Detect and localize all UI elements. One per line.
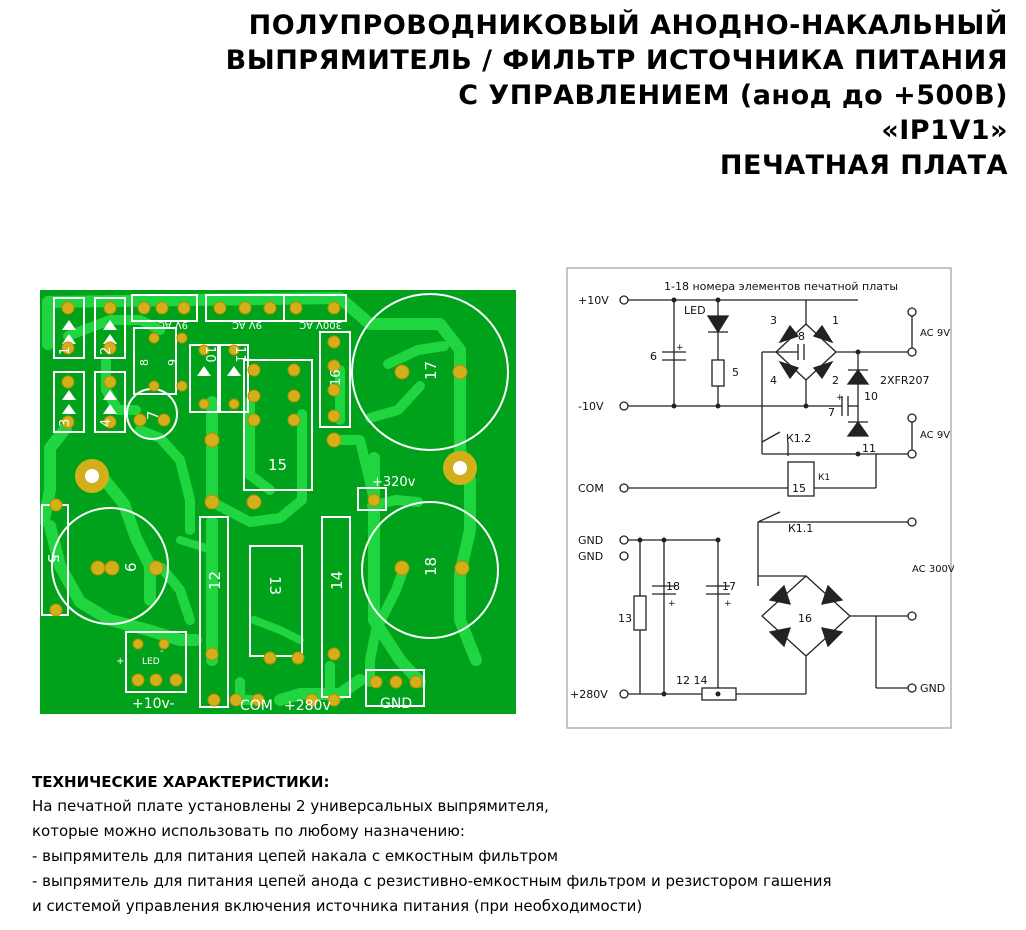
pcb-label-d4: 4 (99, 419, 114, 427)
part-plus-1: + (676, 343, 684, 353)
specs-line-4: - выпрямитель для питания цепей анода с … (32, 872, 832, 890)
part-led: LED (684, 304, 706, 317)
term-ac300v: AC 300V (912, 564, 954, 575)
pcb-label-com: COM (240, 698, 273, 714)
specs-heading: ТЕХНИЧЕСКИЕ ХАРАКТЕРИСТИКИ: (32, 773, 330, 791)
part-k1: К1 (818, 473, 830, 483)
part-k1-2: К1.2 (786, 432, 811, 445)
pcb-label-d1: 1 (58, 347, 73, 355)
pcb-mounting-holes (75, 451, 477, 493)
part-k1-1: К1.1 (788, 522, 813, 535)
term-gnd-1: GND (578, 534, 603, 547)
pcb-label-minus: - (160, 646, 164, 657)
part-4: 4 (770, 374, 777, 387)
term-com: COM (578, 482, 604, 495)
pcb-label-d2: 2 (99, 347, 114, 355)
part-2: 2 (832, 374, 839, 387)
pcb-label-320v: +320v (372, 475, 416, 490)
pcb-label-300vac: 300V AC (299, 319, 342, 330)
term-ac9v-a: AC 9V (920, 328, 950, 339)
pcb-label-9vac-a: 9V AC (158, 319, 188, 330)
specs-line-3: - выпрямитель для питания цепей накала с… (32, 847, 559, 865)
part-plus-4: + (724, 599, 732, 609)
title-line-5: ПЕЧАТНАЯ ПЛАТА (719, 150, 1008, 181)
pcb-label-c12: 12 (206, 571, 224, 590)
part-7: 7 (828, 406, 835, 419)
pcb-silkscreen (41, 293, 509, 708)
pcb-label-c8: 8 (138, 359, 151, 366)
pcb-label-c7: 7 (144, 410, 162, 420)
pcb-label-r13: 13 (266, 576, 284, 595)
pcb-label-b16: 16 (329, 369, 344, 386)
pcb-label-c6: 6 (122, 562, 140, 572)
pcb-layout: 1 2 3 4 5 6 7 8 9 10 11 12 13 14 15 16 1… (40, 290, 516, 714)
part-3: 3 (770, 314, 777, 327)
part-18: 18 (666, 580, 680, 593)
pcb-label-k15: 15 (268, 456, 287, 474)
term-ac9v-b: AC 9V (920, 430, 950, 441)
pcb-label-plus: + (116, 656, 124, 667)
specs-line-2: которые можно использовать по любому наз… (32, 822, 465, 840)
part-plus-3: + (668, 599, 676, 609)
pcb-label-d9: 9 (166, 359, 179, 366)
pcb-label-c18: 18 (422, 557, 440, 576)
term-plus10v: +10V (578, 294, 609, 307)
term-gnd-2: GND (578, 550, 603, 563)
pcb-label-d3: 3 (58, 419, 73, 427)
part-1: 1 (832, 314, 839, 327)
pcb-label-c14: 14 (328, 571, 346, 590)
pcb-label-d10: 10 (202, 346, 217, 363)
pcb-label-d11: 11 (232, 346, 247, 363)
pcb-traces (40, 292, 482, 706)
part-2xfr207: 2XFR207 (880, 374, 930, 387)
pcb-label-9vac-b: 9V AC (232, 319, 262, 330)
part-17: 17 (722, 580, 736, 593)
part-12-14: 12 14 (676, 674, 708, 687)
schematic-frame (566, 267, 952, 729)
pcb-label-280v: +280v (284, 698, 331, 714)
part-8: 8 (798, 330, 805, 343)
part-13: 13 (618, 612, 632, 625)
title-line-2: ВЫПРЯМИТЕЛЬ / ФИЛЬТР ИСТОЧНИКА ПИТАНИЯ (225, 45, 1008, 76)
schematic-wires (626, 299, 913, 695)
pcb-label-10v: +10v- (132, 696, 175, 712)
title-line-4: «IP1V1» (881, 115, 1008, 146)
technical-specs: ТЕХНИЧЕСКИЕ ХАРАКТЕРИСТИКИ: На печатной … (32, 770, 992, 919)
part-11: 11 (862, 442, 876, 455)
term-minus10v: -10V (578, 400, 604, 413)
part-5: 5 (732, 366, 739, 379)
part-10: 10 (864, 390, 878, 403)
schematic-terminals (619, 295, 917, 699)
pcb-label-c17: 17 (422, 361, 440, 380)
circuit-schematic: 1-18 номера элементов печатной платы +10… (566, 267, 954, 729)
term-plus280v: +280V (570, 688, 608, 701)
title-line-3: С УПРАВЛЕНИЕМ (анод до +500В) (458, 80, 1008, 111)
pcb-diode-symbols (62, 320, 241, 414)
term-gnd-out: GND (920, 682, 945, 695)
part-6: 6 (650, 350, 657, 363)
part-15: 15 (792, 482, 806, 495)
schematic-caption: 1-18 номера элементов печатной платы (664, 280, 898, 293)
pcb-label-led: LED (142, 657, 160, 667)
pcb-label-r5: 5 (44, 554, 62, 564)
part-16: 16 (798, 612, 812, 625)
part-plus-2: + (836, 393, 844, 403)
pcb-label-gnd: GND (380, 696, 412, 712)
specs-line-5: и системой управления включения источник… (32, 897, 643, 915)
schematic-components (633, 315, 870, 701)
specs-line-1: На печатной плате установлены 2 универса… (32, 797, 549, 815)
title-line-1: ПОЛУПРОВОДНИКОВЫЙ АНОДНО-НАКАЛЬНЫЙ (248, 10, 1008, 41)
schematic-junctions (637, 297, 861, 697)
page-title: ПОЛУПРОВОДНИКОВЫЙ АНОДНО-НАКАЛЬНЫЙ ВЫПРЯ… (226, 8, 1008, 183)
pcb-pads (49, 301, 470, 707)
